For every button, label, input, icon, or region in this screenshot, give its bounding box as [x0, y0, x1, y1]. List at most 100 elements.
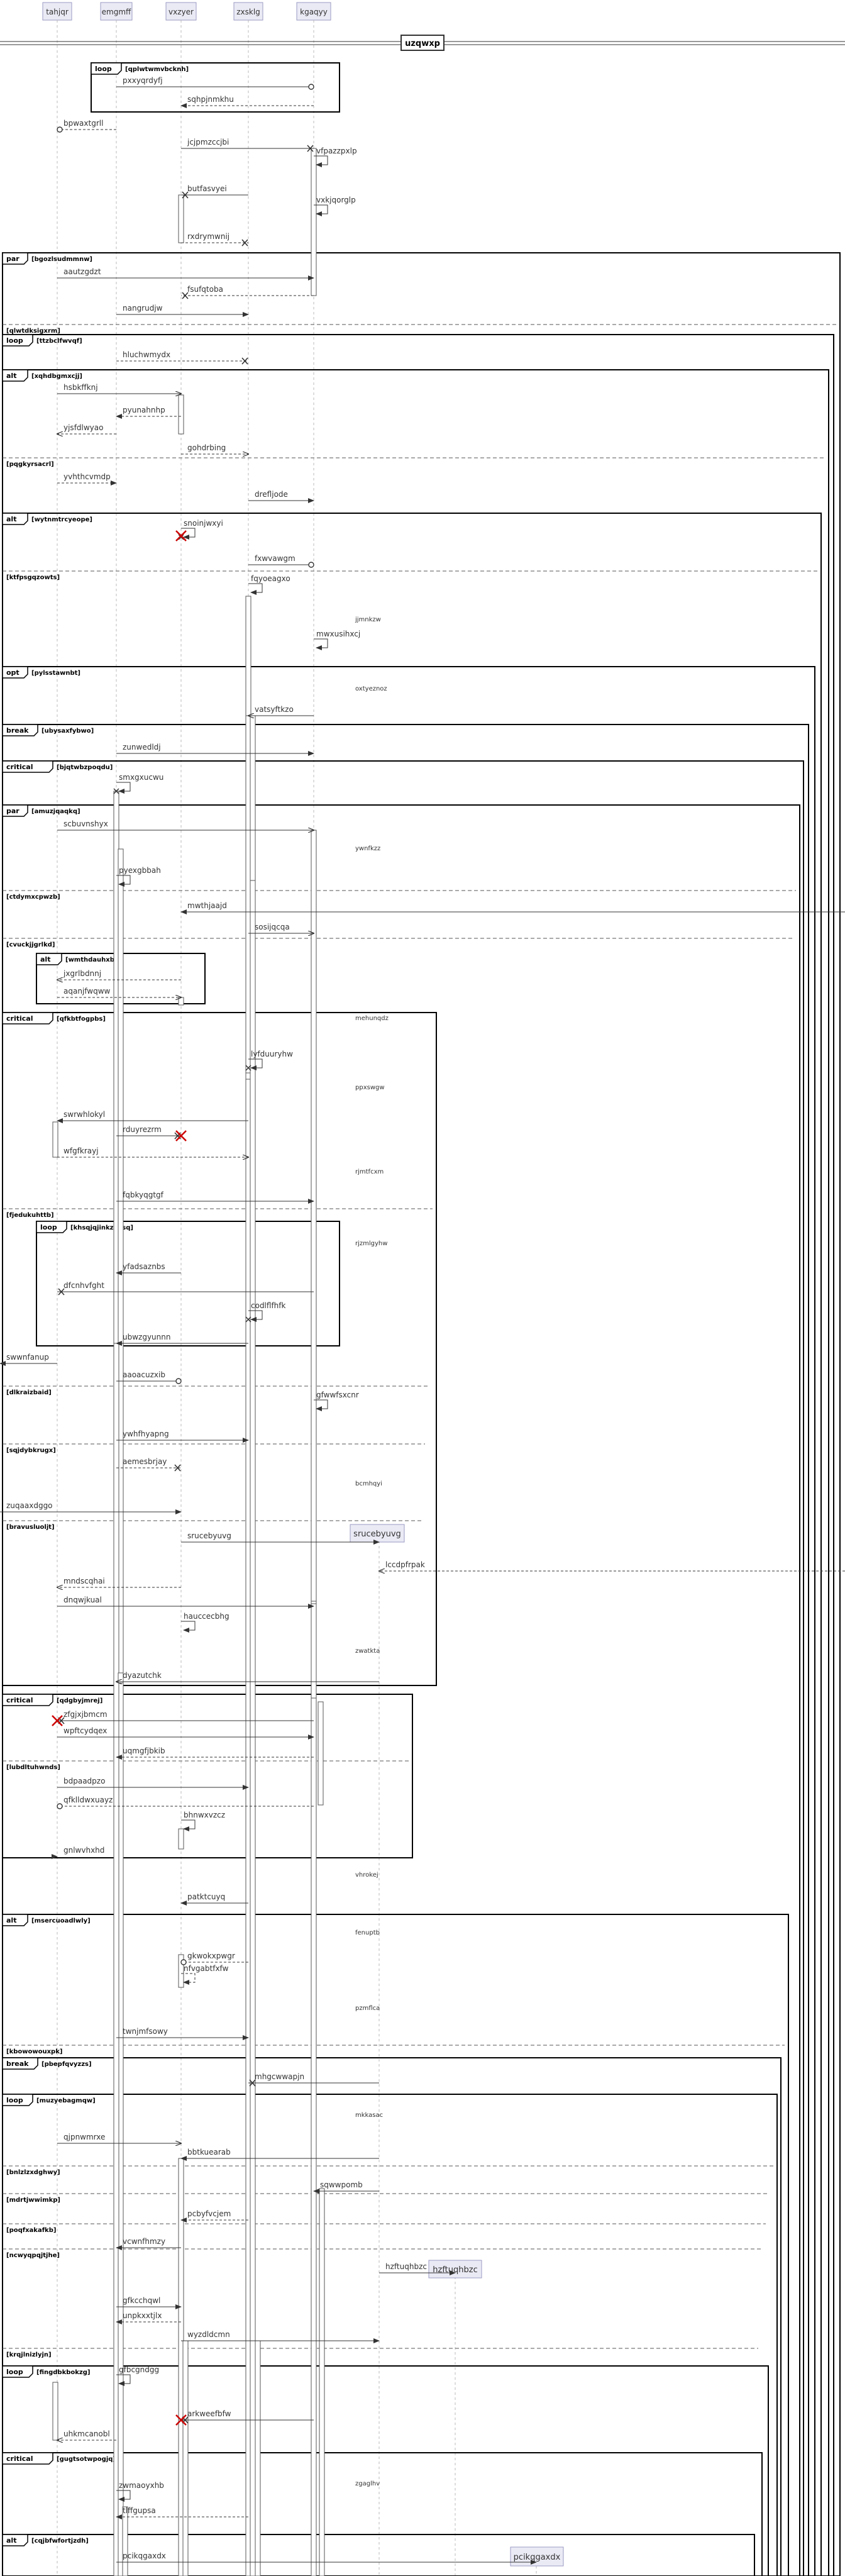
- message-line: [181, 1819, 196, 1831]
- message-label: aqanjfwqww: [64, 987, 111, 996]
- message-label: dfcnhvfght: [64, 1281, 104, 1290]
- circle-end-mark: [308, 562, 314, 568]
- participant-emgmff[interactable]: emgmff: [100, 2, 133, 21]
- note-label: zwatkta: [355, 1648, 380, 1655]
- fragment-condition: [qfkbtfogpbs]: [57, 1016, 106, 1023]
- note-label: bcmhqyi: [355, 1480, 382, 1487]
- message: uhkmcanobl: [57, 2429, 116, 2440]
- message-label: smxgxucwu: [119, 773, 163, 782]
- message: patktcuyq: [180, 1892, 248, 1906]
- message: hauccecbhg: [181, 1612, 229, 1633]
- message-label: patktcuyq: [187, 1892, 225, 1901]
- message-label: bdpaadpzo: [64, 1777, 105, 1785]
- message-label: bbtkuearab: [187, 2148, 231, 2157]
- message: rxdrymwnij: [181, 232, 248, 247]
- fragment-condition: [pbepfqvyzzs]: [41, 2061, 92, 2068]
- message-label: sosijqcqa: [255, 923, 290, 931]
- fragment-keyword: loop: [6, 336, 23, 345]
- activation-bar: [319, 2188, 325, 2576]
- message: pcbyfvcjem: [180, 2209, 248, 2223]
- message-label: tlffgupsa: [123, 2506, 156, 2515]
- fragment-condition: [msercuoadlwly]: [31, 1918, 91, 1924]
- message: yvhthcvmdp: [57, 472, 117, 486]
- fragment-condition: [wmthdauhxbz]: [65, 957, 121, 963]
- participant-srucebyuvg[interactable]: srucebyuvg: [350, 1524, 405, 1543]
- fragment-section: [kbowowouxpk]: [3, 2045, 785, 2055]
- note-label: oxtyeznoz: [355, 686, 387, 692]
- fragment-condition: [bravusluoljt]: [6, 1524, 55, 1531]
- message: sosijqcqa: [248, 923, 314, 933]
- message-label: gfbcgndgg: [119, 2365, 159, 2374]
- message-label: zunwedldj: [123, 743, 161, 752]
- fragment-condition: [ctdymxcpwzb]: [6, 894, 60, 901]
- message: bpwaxtgrll: [57, 119, 116, 133]
- message-label: pyunahnhp: [123, 406, 165, 414]
- fragment-section: [bnlzlzxdghwy]: [3, 2165, 773, 2176]
- svg-text:vxzyer: vxzyer: [168, 8, 194, 16]
- fragment-condition: [ncwyqpqjtjhe]: [6, 2252, 60, 2259]
- fragment-alt: alt[cqjbfwfortjzdh]: [2, 2534, 755, 2576]
- message-label: scbuvnshyx: [64, 819, 108, 828]
- svg-text:uzqwxp: uzqwxp: [405, 39, 440, 48]
- message: uqmgfjbkib: [116, 1746, 314, 1760]
- message: gohdrbing: [181, 443, 248, 454]
- message-line: [248, 1058, 263, 1070]
- participant-zxsklg[interactable]: zxsklg: [233, 2, 263, 21]
- fragment-section: [cvuckjjgrlkd]: [3, 938, 792, 948]
- message: aaoacuzxib: [116, 1370, 182, 1384]
- participant-kgaqyy[interactable]: kgaqyy: [296, 2, 331, 21]
- message: hsbkffknj: [57, 383, 181, 394]
- message-label: srucebyuvg: [187, 1531, 231, 1540]
- participant-tahjqr[interactable]: tahjqr: [42, 2, 72, 21]
- destroy-mark: [52, 1715, 63, 1726]
- lost-message-mark: [182, 191, 189, 199]
- fragment-condition: [bgozlsudmmnw]: [31, 256, 92, 263]
- message: hzftuqhbzc: [379, 2262, 456, 2275]
- activation-bar: [318, 1701, 324, 1806]
- participant-pcikqgaxdx[interactable]: pcikqgaxdx: [510, 2546, 564, 2567]
- message-label: butfasvyei: [187, 184, 227, 193]
- activation-bar: [178, 1828, 184, 1850]
- message-label: hzftuqhbzc: [385, 2262, 427, 2271]
- message: dfcnhvfght: [57, 1281, 314, 1296]
- message: swrwhlokyl: [57, 1110, 248, 1123]
- destroy-mark: [175, 1130, 187, 1141]
- message-line: [248, 583, 263, 595]
- note-label: rjzmlgyhw: [355, 1240, 387, 1247]
- message-label: qjpnwmrxe: [64, 2133, 105, 2141]
- note-label: vhrokej: [355, 1872, 378, 1879]
- message-label: jcjpmzccjbi: [187, 138, 229, 147]
- message-label: uqmgfjbkib: [123, 1746, 165, 1755]
- message-label: pcikqgaxdx: [123, 2551, 166, 2560]
- activation-bar: [311, 148, 317, 296]
- message-line: [181, 1621, 196, 1633]
- message-label: fxwvawgm: [255, 554, 295, 563]
- message: jxgrlbdnnj: [57, 969, 181, 980]
- participant-hzftuqhbzc[interactable]: hzftuqhbzc: [428, 2260, 482, 2279]
- message-label: aaoacuzxib: [123, 1370, 165, 1379]
- message-label: yfadsaznbs: [123, 1262, 165, 1271]
- message: rduyrezrm: [116, 1125, 181, 1140]
- fragment-loop: loop[khsqjqjinkzuksq]: [36, 1221, 340, 1346]
- message-label: rxdrymwnij: [187, 232, 229, 241]
- message-label: drefljode: [255, 490, 288, 499]
- activation-bar: [311, 1603, 317, 1699]
- message: bhnwxvzcz: [181, 1811, 225, 1831]
- lost-message-mark: [307, 145, 314, 152]
- message-label: swrwhlokyl: [64, 1110, 105, 1119]
- fragment-section: [ctdymxcpwzb]: [3, 890, 796, 901]
- message-label: snoinjwxyi: [184, 519, 223, 528]
- fragment-section: [dlkraizbaid]: [3, 1385, 429, 1396]
- message: vxkjqorglp: [314, 196, 356, 216]
- message: zfgjxjbmcm: [57, 1710, 314, 1724]
- fragments: loop[qplwtwmvbcknh]par[bgozlsudmmnw][qlw…: [2, 62, 841, 2576]
- message-line: [116, 2374, 131, 2386]
- message: butfasvyei: [181, 184, 248, 199]
- created-participants: srucebyuvg hzftuqhbzc pcikqgaxdx: [350, 1524, 564, 2567]
- svg-text:kgaqyy: kgaqyy: [300, 8, 328, 16]
- message: gkwokxpwgr: [180, 1951, 248, 1965]
- fragment-keyword: loop: [6, 2096, 23, 2104]
- participant-vxzyer[interactable]: vxzyer: [165, 2, 197, 21]
- fragment-condition: [pqgkyrsacrl]: [6, 461, 54, 468]
- message: wpftcydqex: [57, 1726, 314, 1740]
